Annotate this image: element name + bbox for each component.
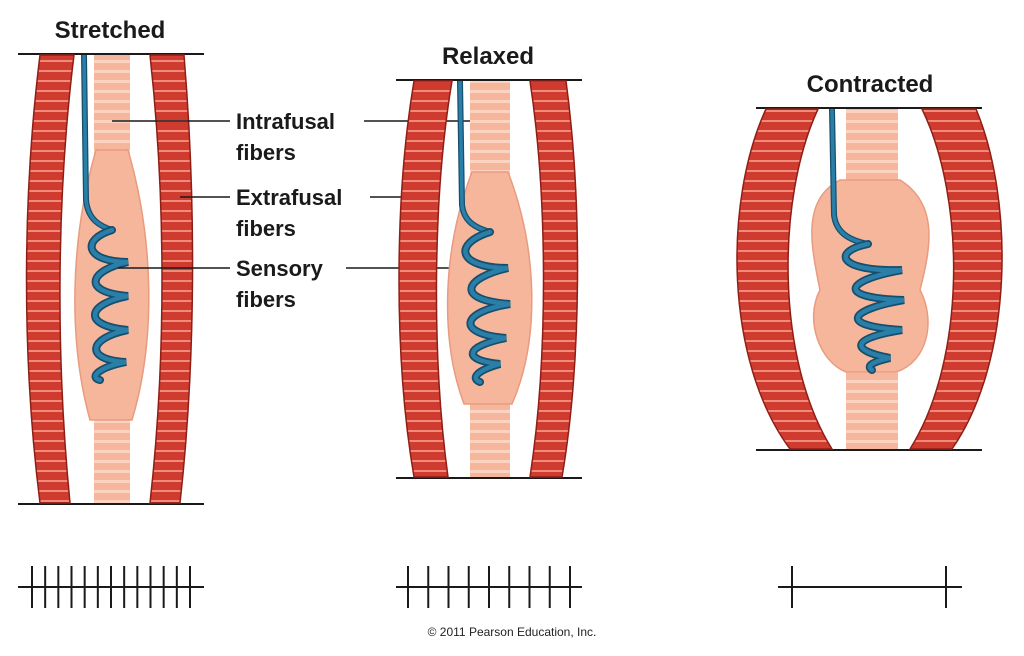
panel-contracted: Contracted xyxy=(736,71,1003,608)
extrafusal-fiber-left xyxy=(398,80,453,478)
tick-marks-contracted xyxy=(791,566,947,608)
copyright-text: © 2011 Pearson Education, Inc. xyxy=(428,625,597,639)
labels-group: Intrafusal fibers Extrafusal fibers Sens… xyxy=(112,109,490,312)
label-extrafusal-2: fibers xyxy=(236,216,296,241)
label-intrafusal-2: fibers xyxy=(236,140,296,165)
label-sensory-1: Sensory xyxy=(236,256,324,281)
sensory-fiber-coil-inner xyxy=(89,227,129,383)
extrafusal-fiber-right xyxy=(149,54,194,504)
extrafusal-fiber-right xyxy=(908,108,1003,450)
panel-title-stretched: Stretched xyxy=(55,17,166,44)
label-intrafusal-1: Intrafusal xyxy=(236,109,335,134)
tick-marks-stretched xyxy=(31,566,191,608)
panel-relaxed: Relaxed xyxy=(396,43,582,608)
panel-stretched: Stretched xyxy=(18,17,204,608)
label-sensory-2: fibers xyxy=(236,287,296,312)
intrafusal-capsule xyxy=(446,171,533,405)
extrafusal-fiber-left xyxy=(736,108,834,450)
panel-title-contracted: Contracted xyxy=(807,71,934,98)
sensory-fiber-coil-inner xyxy=(463,229,511,385)
extrafusal-fiber-right xyxy=(529,80,579,478)
panel-title-relaxed: Relaxed xyxy=(442,43,534,70)
sensory-fiber-coil-inner xyxy=(843,241,905,373)
label-extrafusal-1: Extrafusal xyxy=(236,185,342,210)
extrafusal-fiber-left xyxy=(25,54,75,504)
tick-marks-relaxed xyxy=(407,566,571,608)
